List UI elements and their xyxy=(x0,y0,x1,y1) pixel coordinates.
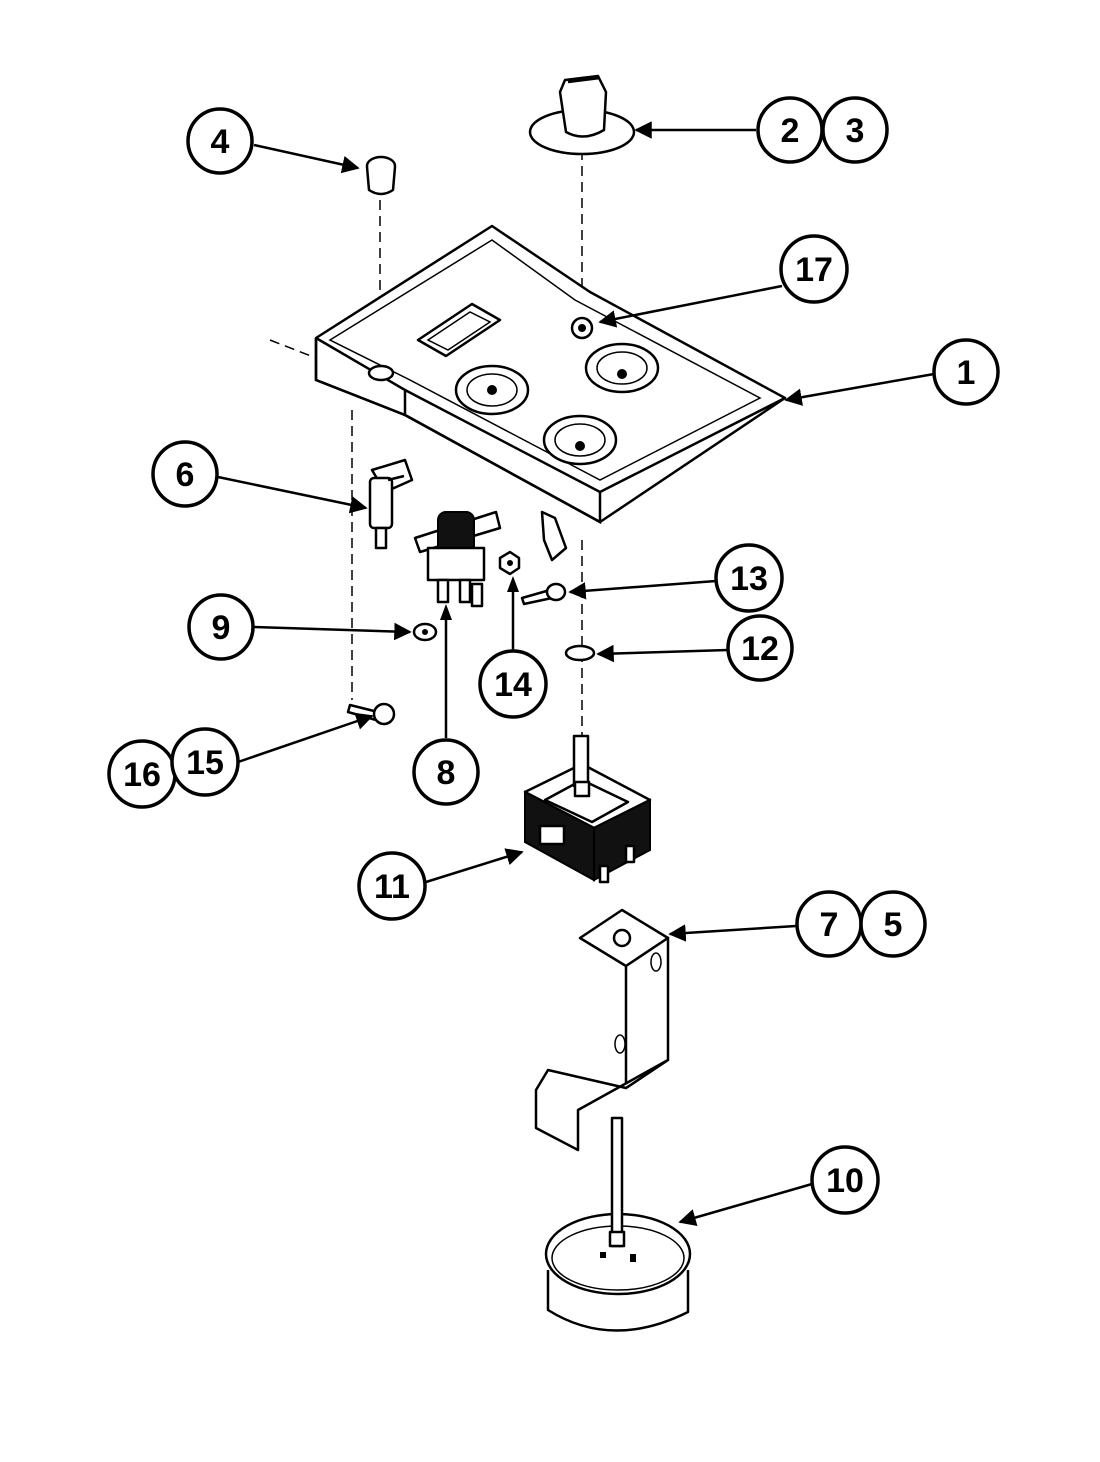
svg-text:17: 17 xyxy=(795,251,833,289)
svg-text:15: 15 xyxy=(186,744,224,782)
callout-3: 3 xyxy=(821,96,889,164)
lock-washer-part xyxy=(412,622,438,642)
callout-14: 14 xyxy=(478,649,548,719)
control-panel-housing-part xyxy=(314,224,787,562)
callout-4: 4 xyxy=(186,107,254,175)
callout-15: 15 xyxy=(170,727,240,797)
mounting-screw-part xyxy=(346,702,396,726)
svg-text:4: 4 xyxy=(211,123,230,161)
mounting-bracket-part xyxy=(534,908,670,1152)
callout-8: 8 xyxy=(412,738,480,806)
svg-text:10: 10 xyxy=(826,1162,864,1200)
svg-text:14: 14 xyxy=(494,666,532,704)
callout-1: 1 xyxy=(932,338,1000,406)
svg-text:12: 12 xyxy=(741,630,779,668)
callout-11: 11 xyxy=(357,851,427,921)
control-knob-part xyxy=(528,74,636,156)
hex-nut-part xyxy=(498,550,521,576)
callout-13: 13 xyxy=(714,543,784,613)
callout-2: 2 xyxy=(756,96,824,164)
callout-17: 17 xyxy=(779,234,849,304)
o-ring-part xyxy=(564,644,596,662)
callout-10: 10 xyxy=(810,1145,880,1215)
svg-text:11: 11 xyxy=(374,868,410,906)
svg-text:13: 13 xyxy=(730,560,768,598)
rocker-switch-part xyxy=(413,510,502,608)
callout-9: 9 xyxy=(187,593,255,661)
callout-6: 6 xyxy=(151,440,219,508)
svg-text:16: 16 xyxy=(123,756,161,794)
svg-text:5: 5 xyxy=(884,906,903,944)
callout-7: 7 xyxy=(795,890,863,958)
callout-8-arrowhead xyxy=(440,604,452,620)
screw-part xyxy=(520,582,567,606)
callout-14-arrowhead xyxy=(507,576,519,592)
callout-5: 5 xyxy=(859,890,927,958)
assembly-axis-lines xyxy=(269,150,583,760)
svg-text:8: 8 xyxy=(437,754,456,792)
svg-text:1: 1 xyxy=(957,354,976,392)
svg-text:2: 2 xyxy=(781,112,800,150)
indicator-light-part xyxy=(368,458,414,550)
button-cap-part xyxy=(365,155,397,196)
callout-12: 12 xyxy=(726,614,794,682)
svg-text:9: 9 xyxy=(212,609,231,647)
svg-text:7: 7 xyxy=(820,906,839,944)
svg-text:6: 6 xyxy=(176,456,195,494)
callout-16: 16 xyxy=(107,739,177,809)
leader-lines xyxy=(217,121,935,1227)
infinite-switch-part xyxy=(523,734,652,884)
svg-text:3: 3 xyxy=(846,112,865,150)
timer-motor-part xyxy=(544,1116,692,1332)
